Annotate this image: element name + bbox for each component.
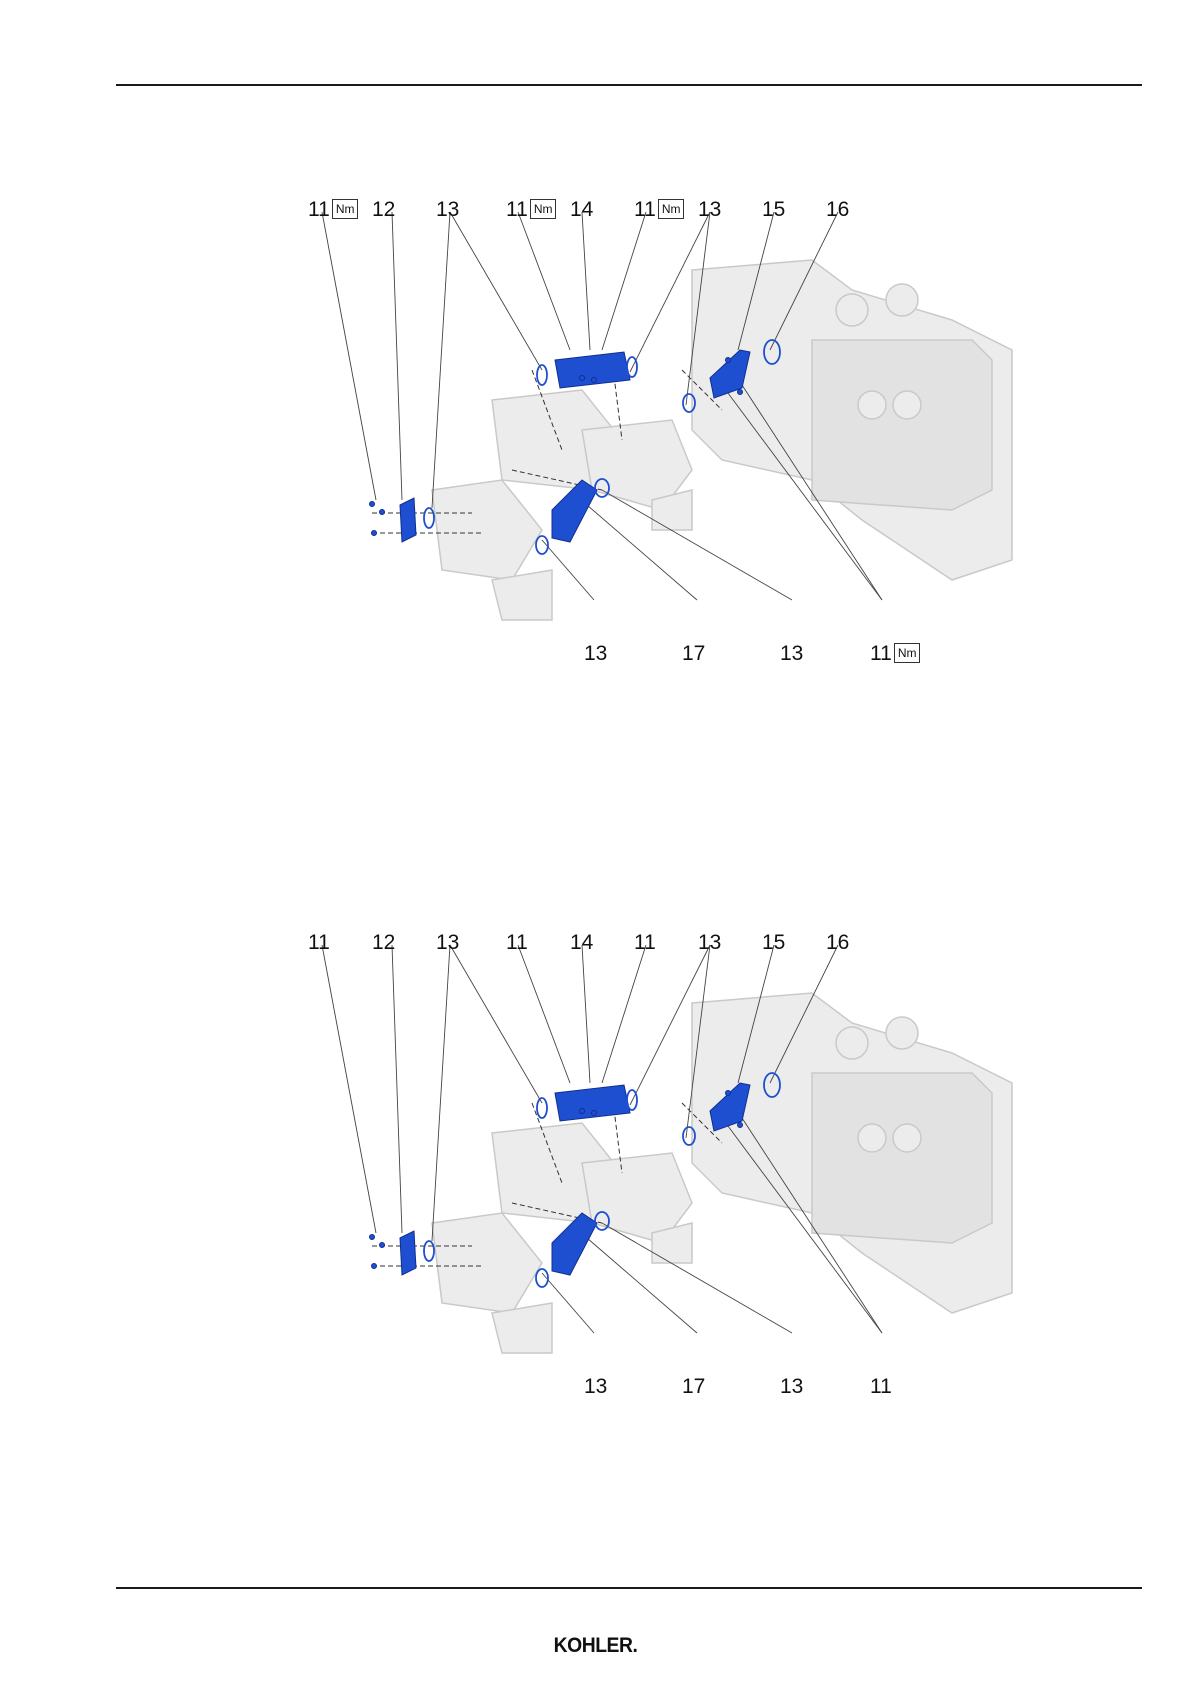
callout-12: 12: [372, 931, 395, 955]
callout-13: 13: [780, 642, 803, 666]
callout-13: 13: [436, 198, 459, 222]
callout-16: 16: [826, 198, 849, 222]
callout-13: 13: [584, 642, 607, 666]
callout-13: 13: [436, 931, 459, 955]
callout-14: 14: [570, 931, 593, 955]
callout-13: 13: [698, 931, 721, 955]
callout-13: 13: [584, 1375, 607, 1399]
callout-12: 12: [372, 198, 395, 222]
callout-15: 15: [762, 931, 785, 955]
callout-11: 11: [308, 931, 330, 955]
torque-unit-box: Nm: [332, 199, 359, 219]
exploded-view-drawing: [252, 923, 1138, 1423]
callout-11: 11: [634, 931, 656, 955]
torque-unit-box: Nm: [530, 199, 557, 219]
callout-13: 13: [698, 198, 721, 222]
footer-rule: [116, 1587, 1142, 1589]
callout-15: 15: [762, 198, 785, 222]
exploded-view-figure: 11 12 13 11 14 11 13 15 16 13 17 13 11: [252, 923, 1138, 1423]
torque-unit-box: Nm: [658, 199, 685, 219]
callout-17: 17: [682, 642, 705, 666]
callout-11: 11: [870, 1375, 892, 1399]
kohler-logo: KOHLER.: [48, 1634, 1144, 1658]
callout-14: 14: [570, 198, 593, 222]
exploded-view-drawing: [252, 190, 1138, 690]
callout-13: 13: [780, 1375, 803, 1399]
header-rule: [116, 84, 1142, 86]
callout-17: 17: [682, 1375, 705, 1399]
callout-11: 11: [506, 931, 528, 955]
torque-unit-box: Nm: [894, 643, 921, 663]
callout-16: 16: [826, 931, 849, 955]
